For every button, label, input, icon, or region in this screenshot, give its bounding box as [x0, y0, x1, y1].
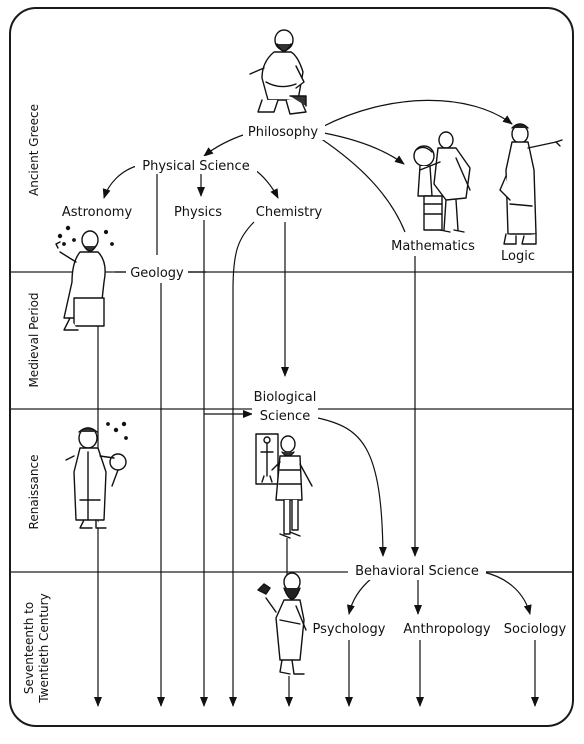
node-biological-line1: Biological [254, 390, 317, 405]
node-mathematics: Mathematics [391, 239, 475, 254]
node-sociology: Sociology [504, 622, 567, 637]
line-philosophy-mathematics [319, 137, 406, 233]
arrow-philosophy-logic [321, 99, 513, 128]
era-label-modern-line1: Seventeenth to [22, 602, 36, 694]
node-psychology: Psychology [313, 622, 386, 637]
node-logic: Logic [501, 249, 535, 264]
arrow-biological-behavioral [317, 417, 387, 557]
orator-icon [499, 123, 563, 245]
era-label-modern-line2: Twentieth Century [37, 593, 51, 703]
astronomer-icon [55, 225, 114, 331]
era-label-medieval-period: Medieval Period [27, 292, 41, 387]
node-astronomy: Astronomy [62, 205, 133, 220]
seated-philosopher-icon [249, 29, 307, 115]
alchemist-icon [65, 421, 128, 529]
node-behavioral-science: Behavioral Science [355, 564, 479, 579]
arrow-philosophy-mathematics-figure [323, 132, 405, 165]
node-physical-science: Physical Science [142, 159, 249, 174]
arrow-behavioral-sociology [482, 571, 532, 615]
anatomist-icon [255, 433, 313, 539]
diagram-frame [9, 7, 574, 727]
arrow-behavioral-psychology [346, 577, 373, 615]
era-label-ancient-greece: Ancient Greece [27, 104, 41, 196]
arrow-chemistry-continuation [229, 221, 255, 707]
label-backgrounds [126, 122, 486, 580]
naturalist-with-bird-icon [257, 572, 307, 675]
node-anthropology: Anthropology [403, 622, 491, 637]
node-biological-line2: Science [260, 409, 310, 424]
arrow-philosophy-physical-science [203, 133, 247, 157]
node-geology: Geology [130, 266, 184, 281]
node-physics: Physics [174, 205, 222, 220]
node-philosophy: Philosophy [248, 125, 318, 140]
node-chemistry: Chemistry [256, 205, 323, 220]
era-label-renaissance: Renaissance [27, 455, 41, 530]
geometer-with-globe-icon [413, 131, 471, 233]
